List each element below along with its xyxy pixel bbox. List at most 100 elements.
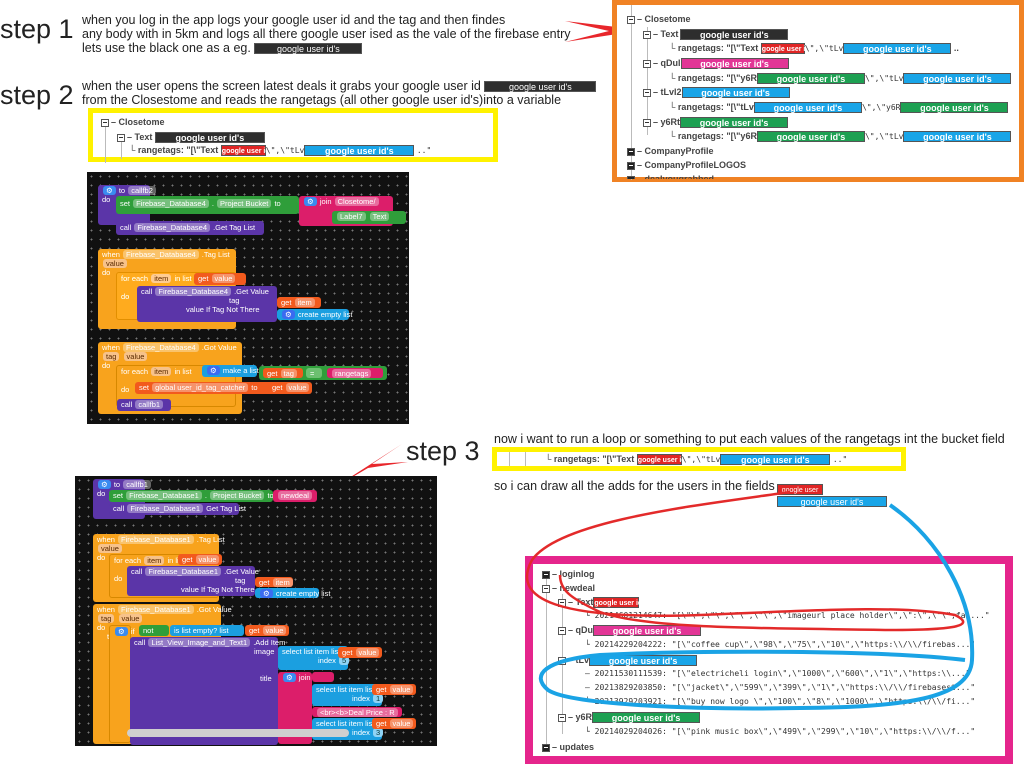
var-dropdown[interactable]: value [262,626,287,635]
tree-node-updates[interactable]: – updates [542,741,594,753]
create-empty-list-block[interactable]: ⚙ create empty list [277,309,352,320]
var-dropdown[interactable]: item [272,578,293,587]
tree-node-companyprofile[interactable]: – CompanyProfile [627,145,714,157]
get-tag-block[interactable]: get tag [263,368,303,378]
call-get-tag-list-block[interactable]: call Firebase_Database4 .Get Tag List [116,221,264,235]
string-empty[interactable] [312,672,334,682]
component-dropdown[interactable]: List_View_Image_and_Text1 [148,638,251,647]
call-get-value-block[interactable]: call Firebase_Database1 .Get Value tag v… [127,566,259,596]
tree-node-closetome[interactable]: – Closetome [101,116,165,128]
index-number[interactable]: 1 [373,694,384,703]
expand-icon[interactable] [542,570,550,579]
component-dropdown[interactable]: Firebase_Database1 [145,567,221,576]
get-value-block[interactable]: get value [194,273,246,285]
index-number[interactable]: 5 [339,656,350,665]
tree-node-newdeal[interactable]: – newdeal [542,582,595,594]
property-dropdown[interactable]: Project Bucket [210,491,265,500]
component-dropdown[interactable]: Firebase_Database4 [134,223,210,232]
call-get-tag-list-block[interactable]: call Firebase_Database1 Get Tag List [109,503,246,515]
component-dropdown[interactable]: Firebase_Database4 [123,250,199,259]
component-dropdown[interactable]: Firebase_Database1 [118,535,194,544]
string-deal-price[interactable]: <br><b>Deal Price : R [312,707,402,717]
get-value-block[interactable]: get value [178,554,222,565]
collapse-icon[interactable] [117,133,125,142]
collapse-icon[interactable] [643,59,651,68]
tree-node-text[interactable]: – Textgoogle user id's [558,596,648,609]
string-closetome[interactable]: Closetome/ [334,197,379,206]
param-tag[interactable]: tag [98,614,115,623]
if-block[interactable]: ⚙ if [109,625,135,743]
expand-icon[interactable] [542,743,550,752]
component-dropdown[interactable]: Firebase_Database1 [118,605,194,614]
set-global-block[interactable]: set global user_id_tag_catcher to [135,382,287,394]
get-value-block[interactable]: get value [372,718,416,729]
blocks-workspace-bottom[interactable]: ⚙ to callfb1 do set Firebase_Database1 .… [75,476,437,746]
collapse-icon[interactable] [643,118,651,127]
tree-node-loginlog[interactable]: – loginlog [542,568,595,580]
gear-icon[interactable]: ⚙ [115,627,128,636]
property-dropdown[interactable]: Project Bucket [217,199,272,208]
gear-icon[interactable]: ⚙ [304,197,317,206]
var-dropdown[interactable]: value [195,555,220,564]
collapse-icon[interactable] [101,118,109,127]
var-dropdown[interactable]: tag [280,369,297,378]
tree-node-closetome[interactable]: – Closetome [627,13,691,25]
get-value-block[interactable]: get value [268,382,312,394]
param-value[interactable]: value [123,352,148,361]
get-item-block[interactable]: get item [255,577,293,587]
collapse-icon[interactable] [542,584,550,593]
param-value[interactable]: value [103,259,127,268]
set-project-bucket-block[interactable]: set Firebase_Database4 . Project Bucket … [116,196,299,214]
gear-icon[interactable]: ⚙ [98,480,111,489]
component-dropdown[interactable]: Firebase_Database4 [133,199,209,208]
label-text-getter[interactable]: Label7 Text [332,211,406,224]
expand-icon[interactable] [627,175,635,179]
var-dropdown[interactable]: value [389,685,414,694]
string-value[interactable]: <br><b>Deal Price : R [317,708,398,717]
not-block[interactable]: not [139,625,169,636]
collapse-icon[interactable] [558,626,566,635]
var-dropdown[interactable]: global user_id_tag_catcher [152,383,249,392]
component-dropdown[interactable]: Firebase_Database1 [126,491,202,500]
tree-node-companyprofilelogos[interactable]: – CompanyProfileLOGOS [627,159,746,171]
collapse-icon[interactable] [643,30,651,39]
equals-dropdown[interactable]: = [306,368,322,378]
var-dropdown[interactable]: value [389,719,414,728]
get-value-block[interactable]: get value [372,684,416,695]
call-add-item-block[interactable]: call List_View_Image_and_Text1 .Add Item… [130,637,285,745]
string-newdeal[interactable]: newdeal [273,490,317,502]
make-a-list-block[interactable]: ⚙ make a list [202,365,259,377]
collapse-icon[interactable] [558,656,566,665]
text-dropdown[interactable]: Text [369,212,390,221]
expand-icon[interactable] [627,147,635,156]
gear-icon[interactable]: ⚙ [207,366,220,375]
get-value-block[interactable]: get value [338,647,382,658]
component-dropdown[interactable]: Firebase_Database4 [155,287,231,296]
proc-dropdown[interactable]: callfb1 [135,400,164,409]
gear-icon[interactable]: ⚙ [103,186,116,195]
proc-name[interactable]: callfb2 [128,186,156,195]
item-var[interactable]: item [151,367,172,376]
param-tag[interactable]: tag [103,352,120,361]
gear-icon[interactable]: ⚙ [282,310,295,319]
component-dropdown[interactable]: Firebase_Database4 [123,343,199,352]
horizontal-scrollbar[interactable] [127,729,349,737]
collapse-icon[interactable] [558,598,566,607]
create-empty-list-block[interactable]: ⚙ create empty list [255,588,330,598]
var-dropdown[interactable]: item [294,298,315,307]
collapse-icon[interactable] [627,15,635,24]
var-dropdown[interactable]: value [285,383,310,392]
tree-node-text[interactable]: – Text google user id's [117,131,265,144]
item-var[interactable]: item [144,556,165,565]
param-value[interactable]: value [98,544,122,553]
string-rangetags[interactable]: rangetags [327,368,383,378]
string-value[interactable]: rangetags [332,369,372,378]
gear-icon[interactable]: ⚙ [260,589,273,598]
